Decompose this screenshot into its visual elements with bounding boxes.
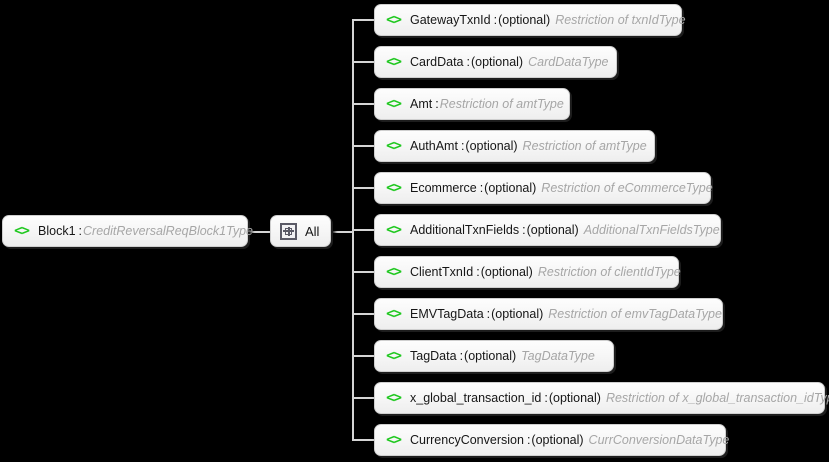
node-optional: (optional) — [526, 223, 579, 237]
node-type: AdditionalTxnFieldsType — [583, 223, 720, 237]
connector-stub-3 — [352, 103, 375, 105]
connector-stub-10 — [352, 397, 375, 399]
node-type: CurrConversionDataType — [588, 433, 730, 447]
node-element-authamt[interactable]: <> AuthAmt : (optional) Restriction of a… — [374, 130, 655, 162]
node-separator: : — [526, 433, 531, 447]
node-separator: : — [479, 181, 484, 195]
connector-stub-8 — [352, 313, 375, 315]
node-element-clienttxnid[interactable]: <> ClientTxnId : (optional) Restriction … — [374, 256, 681, 288]
node-element-emvtagdata[interactable]: <> EMVTagData : (optional) Restriction o… — [374, 298, 723, 330]
node-separator: : — [493, 13, 498, 27]
node-element-carddata[interactable]: <> CardData : (optional) CardDataType — [374, 46, 617, 78]
node-name: GatewayTxnId — [410, 12, 491, 27]
node-optional: (optional) — [470, 55, 524, 69]
connector-compositor-to-trunk — [331, 231, 353, 233]
node-name: Amt — [410, 96, 433, 111]
node-type: CardDataType — [528, 55, 609, 69]
node-type: Restriction of x_global_transaction_idTy… — [605, 391, 829, 405]
all-compositor-icon-inner — [285, 227, 292, 235]
connector-stub-5 — [352, 187, 375, 189]
node-compositor-all[interactable]: All — [270, 215, 331, 247]
node-optional: (optional) — [464, 349, 517, 363]
element-icon: <> — [386, 264, 402, 280]
node-separator: : — [78, 224, 83, 238]
connector-stub-7 — [352, 271, 375, 273]
node-type: TagDataType — [521, 349, 595, 363]
node-optional: (optional) — [491, 307, 544, 321]
all-compositor-icon — [280, 222, 297, 240]
element-icon: <> — [386, 432, 402, 448]
connector-stub-4 — [352, 145, 375, 147]
node-element-currencyconversion[interactable]: <> CurrencyConversion : (optional) CurrC… — [374, 424, 729, 456]
node-optional: (optional) — [498, 13, 551, 27]
node-element-ecommerce[interactable]: <> Ecommerce : (optional) Restriction of… — [374, 172, 713, 204]
node-element-gatewaytxnid[interactable]: <> GatewayTxnId : (optional) Restriction… — [374, 4, 686, 36]
node-type: Restriction of amtType — [439, 97, 564, 111]
compositor-label: All — [305, 223, 320, 239]
node-element-tagdata[interactable]: <> TagData : (optional) TagDataType — [374, 340, 614, 372]
node-element-amt[interactable]: <> Amt : Restriction of amtType — [374, 88, 570, 120]
node-name: TagData — [410, 348, 457, 363]
node-separator: : — [435, 97, 439, 111]
element-icon: <> — [386, 54, 402, 70]
node-name: x_global_transaction_id — [410, 390, 542, 405]
node-separator: : — [544, 391, 548, 405]
node-name: EMVTagData — [410, 306, 484, 321]
node-separator: : — [460, 139, 465, 153]
node-separator: : — [459, 349, 464, 363]
node-type: Restriction of eCommerceType — [541, 181, 713, 195]
node-type: Restriction of clientIdType — [537, 265, 681, 279]
connector-stub-6 — [352, 229, 375, 231]
node-separator: : — [522, 223, 526, 237]
node-optional: (optional) — [484, 181, 537, 195]
element-icon: <> — [386, 12, 402, 28]
connector-root-to-compositor — [248, 231, 271, 233]
connector-stub-9 — [352, 355, 375, 357]
node-type: CreditReversalReqBlock1Type — [83, 224, 253, 238]
element-icon: <> — [386, 390, 402, 406]
element-icon: <> — [14, 223, 30, 239]
node-element-x-global-transaction-id[interactable]: <> x_global_transaction_id : (optional) … — [374, 382, 829, 414]
node-separator: : — [476, 265, 480, 279]
node-name: ClientTxnId — [410, 264, 474, 279]
node-optional: (optional) — [548, 391, 601, 405]
node-optional: (optional) — [480, 265, 533, 279]
node-name: Block1 — [38, 223, 76, 238]
node-type: Restriction of amtType — [522, 139, 647, 153]
element-icon: <> — [386, 222, 402, 238]
node-separator: : — [466, 55, 470, 69]
node-type: Restriction of txnIdType — [555, 13, 686, 27]
element-icon: <> — [386, 306, 402, 322]
node-name: Ecommerce — [410, 180, 477, 195]
node-optional: (optional) — [465, 139, 518, 153]
node-separator: : — [486, 307, 491, 321]
node-element-additionaltxnfields[interactable]: <> AdditionalTxnFields : (optional) Addi… — [374, 214, 721, 246]
node-name: AuthAmt — [410, 138, 458, 153]
node-name: AdditionalTxnFields — [410, 222, 520, 237]
node-root-block1[interactable]: <> Block1 : CreditReversalReqBlock1Type — [2, 215, 253, 247]
node-optional: (optional) — [531, 433, 584, 447]
node-name: CurrencyConversion — [410, 432, 524, 447]
node-name: CardData — [410, 54, 464, 69]
connector-stub-1 — [352, 19, 375, 21]
element-icon: <> — [386, 138, 402, 154]
connector-stub-2 — [352, 61, 375, 63]
element-icon: <> — [386, 96, 402, 112]
element-icon: <> — [386, 348, 402, 364]
element-icon: <> — [386, 180, 402, 196]
node-type: Restriction of emvTagDataType — [548, 307, 722, 321]
connector-stub-11 — [352, 439, 375, 441]
